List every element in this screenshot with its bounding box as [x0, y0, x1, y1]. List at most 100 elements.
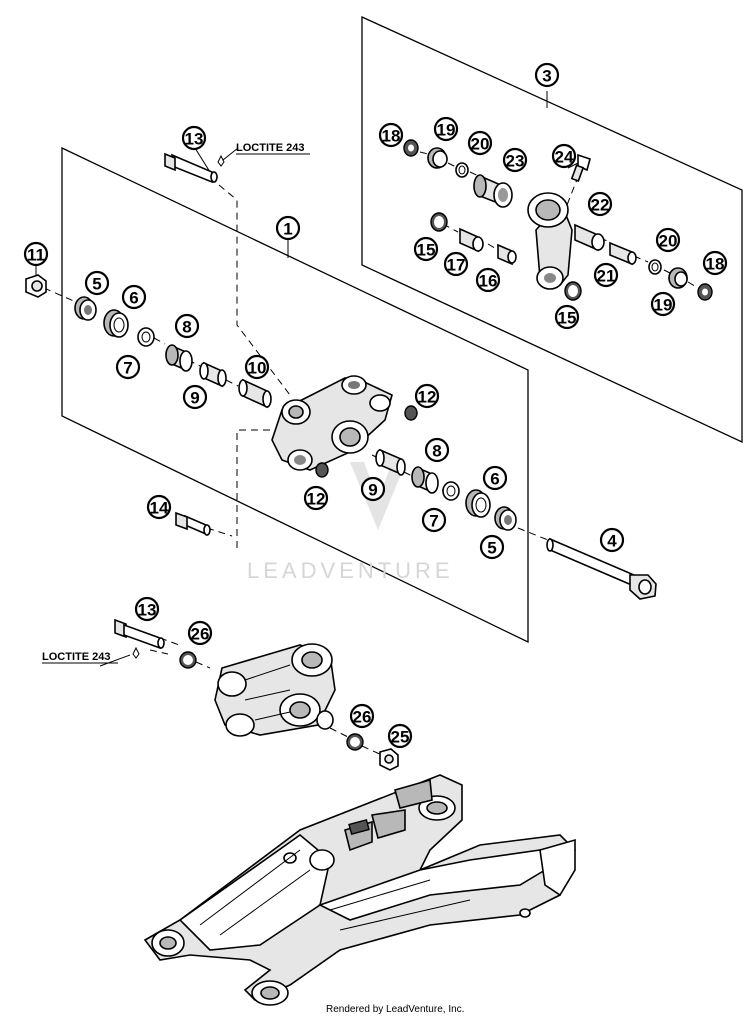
- callout-19-bottom: 19: [650, 291, 676, 317]
- svg-text:6: 6: [490, 470, 499, 489]
- svg-text:5: 5: [487, 539, 496, 558]
- callout-24: 24: [551, 143, 577, 169]
- part-17-bushing: [459, 227, 484, 253]
- callout-25: 25: [387, 723, 413, 749]
- loctite-drop-bottom: [132, 646, 140, 659]
- svg-text:4: 4: [607, 532, 617, 551]
- callout-3: 3: [534, 62, 560, 88]
- part-18-washer-bottom: [697, 283, 713, 301]
- svg-text:9: 9: [368, 481, 377, 500]
- callout-15-left: 15: [413, 236, 439, 262]
- svg-text:17: 17: [447, 256, 466, 275]
- callout-12-top: 12: [414, 383, 440, 409]
- part-8-bearing-right: [411, 466, 439, 494]
- svg-text:12: 12: [418, 388, 437, 407]
- part-18-washer-top: [403, 139, 419, 157]
- svg-text:7: 7: [123, 359, 132, 378]
- svg-text:15: 15: [558, 309, 577, 328]
- part-12-bushing-top: [404, 405, 418, 421]
- callout-19-top: 19: [433, 116, 459, 142]
- callout-26-right: 26: [349, 703, 375, 729]
- part-5-seal-left: [74, 296, 97, 321]
- callout-5-left: 5: [84, 270, 110, 296]
- svg-text:13: 13: [138, 601, 157, 620]
- callout-10: 10: [244, 354, 270, 380]
- part-26-ring-right: [346, 733, 364, 751]
- svg-text:20: 20: [659, 232, 678, 251]
- loctite-drop-top: [217, 154, 225, 167]
- svg-text:8: 8: [182, 318, 191, 337]
- callout-7-right: 7: [421, 507, 447, 533]
- callout-18-bottom: 18: [702, 250, 728, 276]
- callout-13-bottom: 13: [134, 596, 160, 622]
- svg-text:24: 24: [555, 148, 574, 167]
- svg-text:5: 5: [92, 275, 101, 294]
- part-12-bushing-bottom: [315, 462, 329, 478]
- svg-text:22: 22: [591, 196, 610, 215]
- svg-text:3: 3: [542, 67, 551, 86]
- callout-4: 4: [599, 527, 625, 553]
- callout-15-right: 15: [554, 304, 580, 330]
- svg-text:15: 15: [417, 241, 436, 260]
- part-11-nut: [25, 274, 47, 298]
- callout-14: 14: [146, 494, 172, 520]
- part-25-nut: [379, 748, 399, 771]
- part-10-sleeve: [238, 378, 272, 409]
- callout-20-top: 20: [467, 130, 493, 156]
- svg-text:26: 26: [353, 708, 372, 727]
- svg-text:20: 20: [471, 135, 490, 154]
- svg-text:14: 14: [150, 499, 169, 518]
- part-26-ring-left: [179, 651, 197, 669]
- svg-text:6: 6: [129, 289, 138, 308]
- callout-8-left: 8: [174, 313, 200, 339]
- part-4-bolt: [546, 537, 657, 600]
- part-15-circlip-right: [564, 281, 582, 301]
- svg-text:13: 13: [185, 130, 204, 149]
- svg-text:18: 18: [706, 255, 725, 274]
- part-19-seal-bottom: [668, 267, 688, 289]
- part-13-bolt-bottom: [114, 618, 165, 650]
- part-7-shim-left: [137, 327, 155, 347]
- callout-6-right: 6: [482, 465, 508, 491]
- svg-text:10: 10: [248, 359, 267, 378]
- part-15-circlip-left: [430, 212, 448, 232]
- part-9-bushing-left: [199, 361, 227, 388]
- svg-text:21: 21: [597, 267, 616, 286]
- part-6-ring-left: [103, 309, 129, 338]
- swingarm: [143, 774, 576, 1006]
- callout-22: 22: [587, 191, 613, 217]
- loctite-note-bottom: LOCTITE 243: [42, 651, 110, 663]
- callout-16: 16: [475, 267, 501, 293]
- svg-text:19: 19: [437, 121, 456, 140]
- callout-12-bottom: 12: [303, 485, 329, 511]
- callout-5-right: 5: [479, 534, 505, 560]
- part-19-seal-top: [427, 147, 448, 169]
- part-6-ring-right: [465, 489, 491, 518]
- part-14-bolt: [175, 511, 211, 536]
- svg-text:25: 25: [391, 728, 410, 747]
- callout-6-left: 6: [121, 284, 147, 310]
- callout-23: 23: [502, 147, 528, 173]
- part-24-grease-nipple: [570, 153, 591, 182]
- part-22-connecting-rod: [527, 192, 573, 290]
- part-8-bearing-left: [165, 344, 193, 372]
- svg-text:8: 8: [432, 442, 441, 461]
- svg-text:1: 1: [283, 220, 292, 239]
- assembly-panel-1: [61, 146, 529, 644]
- callout-9-left: 9: [182, 384, 208, 410]
- part-7-shim-right: [442, 481, 460, 501]
- part-1-lever: [271, 375, 393, 471]
- part-13-bolt-top: [164, 152, 218, 184]
- callout-20-bottom: 20: [655, 227, 681, 253]
- svg-text:16: 16: [479, 272, 498, 291]
- part-21-bushing: [609, 241, 637, 266]
- part-5-seal-right: [494, 506, 517, 531]
- callout-8-right: 8: [424, 437, 450, 463]
- part-22b-bearing: [574, 223, 605, 252]
- callout-26-left: 26: [187, 620, 213, 646]
- svg-text:11: 11: [27, 246, 45, 265]
- part-23-bearing-sleeve: [473, 174, 513, 208]
- svg-text:9: 9: [190, 389, 199, 408]
- part-9-bushing-right: [375, 448, 406, 476]
- footer-credit: Rendered by LeadVenture, Inc.: [326, 1004, 464, 1015]
